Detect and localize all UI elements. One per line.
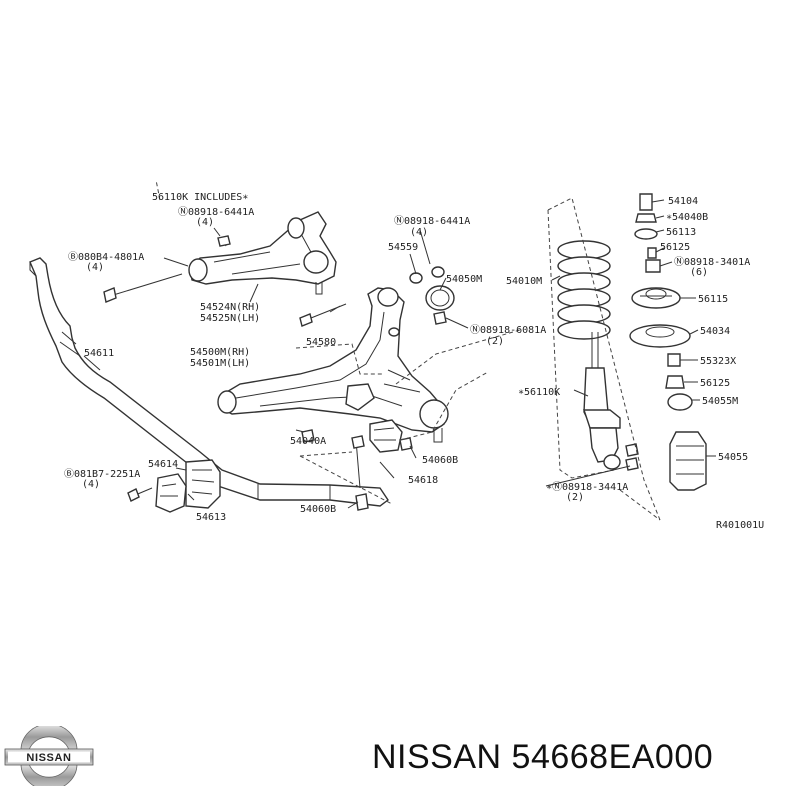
part-labels: 56110K INCLUDES∗ Ⓝ08918-6441A (4) Ⓑ080B4… xyxy=(64,192,764,531)
label-bracket: 54613 xyxy=(196,512,226,523)
label-upper-arm-bolt: Ⓑ080B4-4801A xyxy=(68,251,144,263)
label-upper-arm-lh: 54525N(LH) xyxy=(200,313,260,324)
label-link-bolt: 54040A xyxy=(290,436,326,447)
stabilizer-link xyxy=(301,419,413,511)
label-mid-nut-qty: (4) xyxy=(410,227,428,238)
nissan-logo: NISSAN xyxy=(4,726,94,786)
label-seal-54050m: 54050M xyxy=(446,274,482,285)
label-strut-nut-qty: (2) xyxy=(566,492,584,503)
label-coil-spring: 54010M xyxy=(506,276,542,287)
label-stopper-55323x: 55323X xyxy=(700,356,736,367)
label-washer-56113: 56113 xyxy=(666,227,696,238)
label-link-nut: 54060B xyxy=(422,455,458,466)
upper-control-arm xyxy=(103,211,337,303)
label-mount-56115: 56115 xyxy=(698,294,728,305)
label-upper-arm-rh: 54524N(RH) xyxy=(200,302,260,313)
label-washer-54559: 54559 xyxy=(388,242,418,253)
label-bolt-54580: 54580 xyxy=(306,337,336,348)
label-bushing: 54614 xyxy=(148,459,178,470)
label-bushing-56125-bottom: 56125 xyxy=(700,378,730,389)
dashed-boundary-lines xyxy=(155,179,661,521)
stabilizer-bar xyxy=(29,257,389,507)
label-lower-arm-lh: 54501M(LH) xyxy=(190,358,250,369)
label-stabilizer-link: 54618 xyxy=(408,475,438,486)
label-upper-arm-bolt-nut-qty: (4) xyxy=(196,217,214,228)
label-top-nut-qty: (6) xyxy=(690,267,708,278)
label-bushing-bolt-qty: (4) xyxy=(82,479,100,490)
label-strut-nut: ∗Ⓝ08918-3441A xyxy=(546,481,628,493)
label-dust-cover-54055: 54055 xyxy=(718,452,748,463)
logo-wordmark: NISSAN xyxy=(26,752,71,764)
leader-lines xyxy=(83,199,716,509)
part-number-caption: NISSAN 54668EA000 xyxy=(372,738,714,776)
label-lower-nut: Ⓝ08918-6081A xyxy=(470,324,546,336)
label-bushing-bolt: Ⓑ081B7-2251A xyxy=(64,468,140,480)
label-strut-assembly: ∗56110K xyxy=(518,387,560,398)
label-stabilizer-bar: 54611 xyxy=(84,348,114,359)
label-upper-arm-bolt-qty: (4) xyxy=(86,262,104,273)
label-bound-bumper-54055m: 54055M xyxy=(702,396,738,407)
label-lower-arm-rh: 54500M(RH) xyxy=(190,347,250,358)
strut-assembly-drawing xyxy=(583,332,639,471)
label-lower-nut-qty: (2) xyxy=(486,336,504,347)
label-upper-arm-bolt-nut: Ⓝ08918-6441A xyxy=(178,206,254,218)
top-mount-stack xyxy=(629,193,707,491)
label-bushing-56125-top: 56125 xyxy=(660,242,690,253)
label-cap-54104: 54104 xyxy=(668,196,698,207)
lower-control-arm xyxy=(217,287,449,443)
coil-spring xyxy=(557,240,611,340)
label-top-nut: Ⓝ08918-3401A xyxy=(674,256,750,268)
label-mid-nut: Ⓝ08918-6441A xyxy=(394,215,470,227)
label-link-nut-b: 54060B xyxy=(300,504,336,515)
stabilizer-bracket xyxy=(127,459,221,513)
label-seat-54034: 54034 xyxy=(700,326,730,337)
includes-note: 56110K INCLUDES∗ xyxy=(152,192,248,203)
washers-mid xyxy=(409,266,455,325)
label-nut-54040b: ∗54040B xyxy=(666,212,708,223)
revision-code: R401001U xyxy=(716,520,764,531)
